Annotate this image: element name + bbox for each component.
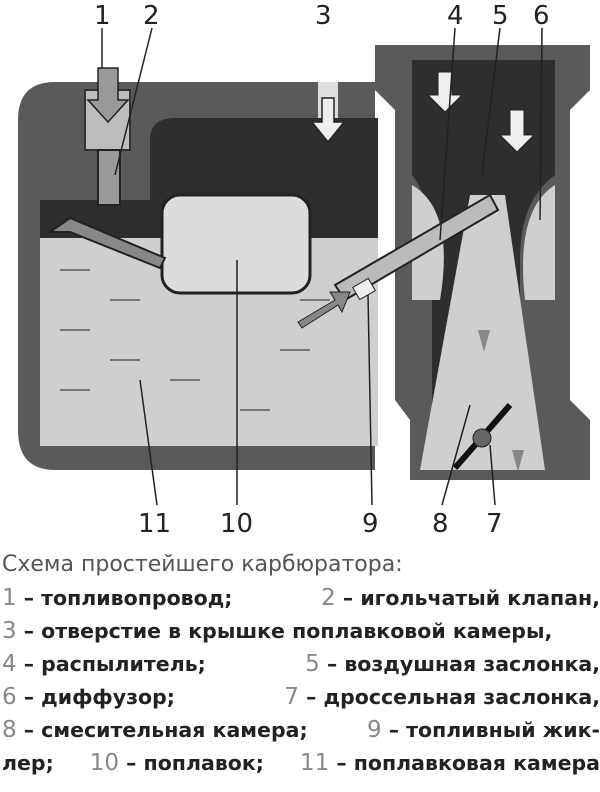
legend-number: 8 <box>2 717 17 743</box>
caption-title: Схема простейшего карбюратора: <box>2 552 403 577</box>
legend-text: – воздушная заслонка, <box>319 652 600 676</box>
air-arrow-2 <box>498 109 536 153</box>
legend-number: 10 <box>89 750 120 776</box>
float-lever <box>46 216 167 270</box>
legend-caption: Схема простейшего карбюратора: 1 – топли… <box>2 548 600 780</box>
caption-lines: 1 – топливопровод; 2 – игольчатый клапан,… <box>2 582 600 780</box>
legend-entry: лер; <box>2 747 54 780</box>
callout-11: 11 <box>138 509 171 539</box>
mixture-arrow-1 <box>478 330 490 352</box>
legend-number: 9 <box>366 717 382 743</box>
legend-entry: 1 – топливопровод; <box>2 582 232 615</box>
legend-text: – поплавок; <box>119 751 264 775</box>
mixture-arrow-2 <box>512 450 524 472</box>
legend-entry: 8 – смесительная камера; <box>2 714 308 747</box>
caption-line: 8 – смесительная камера; 9 – топливный жи… <box>2 714 600 747</box>
top-callouts: 1 2 3 4 5 6 <box>94 1 550 31</box>
legend-text: – топливный жик- <box>381 718 600 742</box>
legend-entry: 9 – топливный жик- <box>367 714 600 747</box>
callout-7: 7 <box>486 509 503 539</box>
legend-text: – поплавковая камера <box>329 751 600 775</box>
legend-number: 5 <box>305 651 320 677</box>
legend-text: – смесительная камера; <box>16 718 308 742</box>
legend-entry: 5 – воздушная заслонка, <box>305 648 600 681</box>
legend-entry: 3 – отверстие в крышке поплавковой камер… <box>2 615 552 648</box>
legend-number: 6 <box>2 684 17 710</box>
throttle-axis <box>472 428 492 448</box>
legend-text: лер; <box>2 751 54 775</box>
legend-entry: 2 – игольчатый клапан, <box>321 582 600 615</box>
diffuser-right <box>523 185 555 300</box>
caption-line: 6 – диффузор; 7 – дроссельная заслонка, <box>2 681 600 714</box>
float <box>160 193 312 295</box>
caption-line: лер; 10 – поплавок; 11 – поплавковая камер… <box>2 747 600 780</box>
legend-number: 11 <box>299 750 330 776</box>
fuel-inlet-arrow <box>86 67 130 124</box>
legend-number: 4 <box>2 651 17 677</box>
legend-number: 1 <box>2 585 17 611</box>
caption-line: 4 – распылитель; 5 – воздушная заслонка, <box>2 648 600 681</box>
legend-text: – отверстие в крышке поплавковой камеры, <box>16 619 553 643</box>
callout-2: 2 <box>143 1 160 31</box>
legend-entry: 6 – диффузор; <box>2 681 175 714</box>
legend-number: 3 <box>2 618 17 644</box>
callout-10: 10 <box>220 509 253 539</box>
legend-text: – диффузор; <box>16 685 175 709</box>
legend-text: – распылитель; <box>16 652 206 676</box>
caption-line: 1 – топливопровод; 2 – игольчатый клапан, <box>2 582 600 615</box>
legend-text: – топливопровод; <box>16 586 233 610</box>
vent-arrow <box>310 97 346 144</box>
legend-number: 7 <box>284 684 299 710</box>
callout-5: 5 <box>492 1 509 31</box>
fuel-flow-arrow <box>297 291 351 329</box>
needle-valve <box>97 149 121 206</box>
callout-1: 1 <box>94 1 111 31</box>
legend-entry: 7 – дроссельная заслонка, <box>284 681 600 714</box>
callout-3: 3 <box>315 1 332 31</box>
legend-entry: 10 – поплавок; <box>90 747 264 780</box>
legend-text: – игольчатый клапан, <box>335 586 600 610</box>
legend-entry: 11 – поплавковая камера <box>300 747 600 780</box>
leader-lines <box>101 27 543 506</box>
callout-8: 8 <box>432 509 449 539</box>
callout-6: 6 <box>533 1 550 31</box>
legend-entry: 4 – распылитель; <box>2 648 206 681</box>
caption-line: 3 – отверстие в крышке поплавковой камер… <box>2 615 600 648</box>
legend-number: 2 <box>321 585 336 611</box>
legend-text: – дроссельная заслонка, <box>298 685 600 709</box>
carburetor-diagram: 1 2 3 4 5 6 11 10 9 8 7 <box>18 1 590 539</box>
callout-4: 4 <box>447 1 464 31</box>
callout-9: 9 <box>362 509 379 539</box>
fuel-dashes <box>60 269 330 411</box>
bottom-callouts: 11 10 9 8 7 <box>138 509 503 539</box>
